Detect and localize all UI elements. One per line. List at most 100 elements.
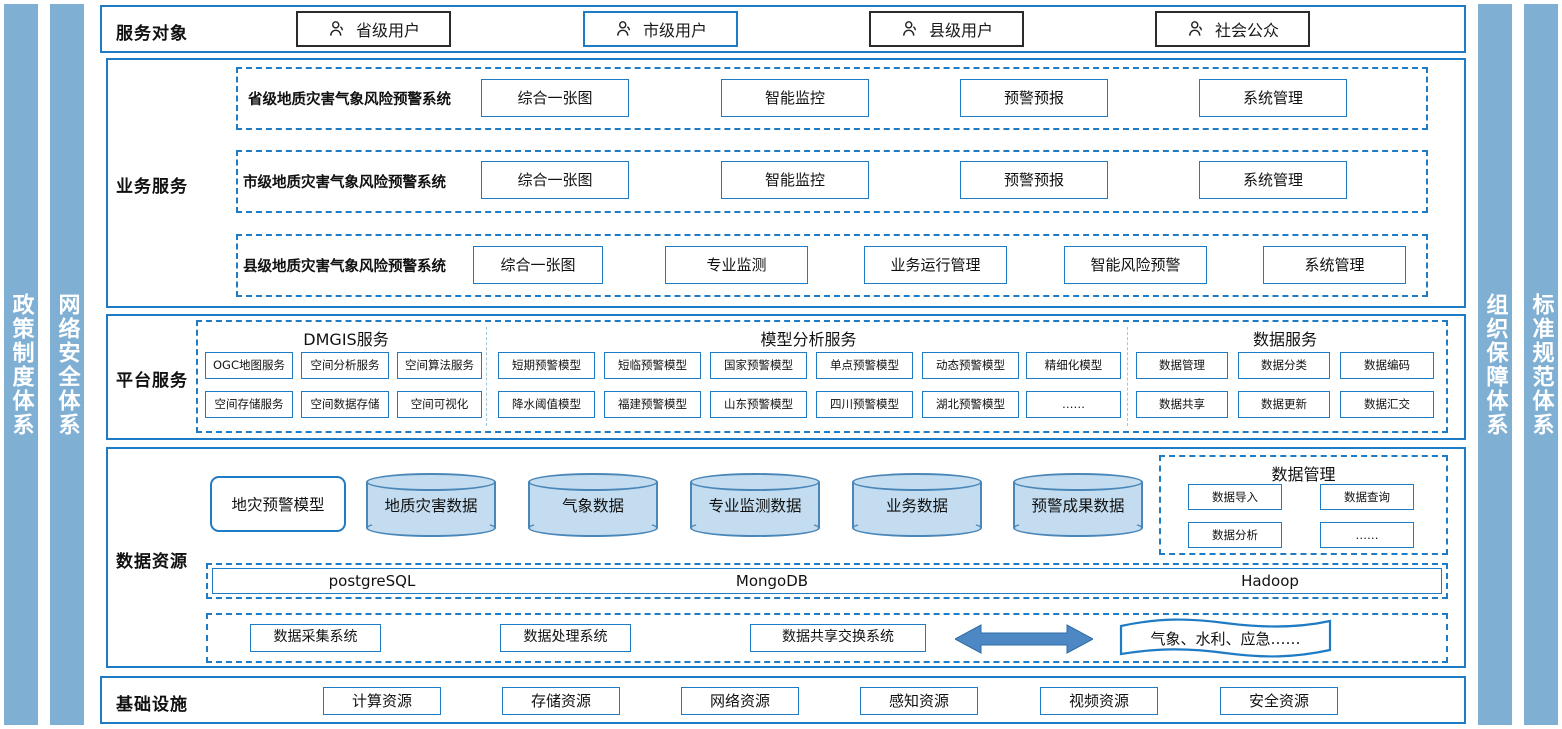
infrastructure-item-4[interactable]: 感知资源 [860,687,978,715]
platform-model-item-5[interactable]: 动态预警模型 [922,352,1019,379]
data-cylinder-5-label: 预警成果数据 [1031,497,1125,515]
platform-dataservice-item-4[interactable]: 数据共享 [1136,391,1228,418]
platform-group-dataservice-title: 数据服务 [1252,330,1317,349]
pipeline-collection-system[interactable]: 数据采集系统 [250,624,381,652]
data-resources-label: 数据资源 [116,552,188,572]
user-box-county-label: 县级用户 [928,21,993,40]
platform-model-item-2[interactable]: 短临预警模型 [604,352,701,379]
platform-services-label: 平台服务 [116,371,188,391]
business-module-province-4[interactable]: 系统管理 [1199,79,1347,117]
platform-model-item-3[interactable]: 国家预警模型 [710,352,807,379]
service-objects-label: 服务对象 [116,24,188,44]
data-management-item-1[interactable]: 数据导入 [1188,484,1282,510]
business-services-label: 业务服务 [116,177,188,197]
cylinder-top [690,473,820,491]
cylinder-bottom [690,519,820,537]
platform-dataservice-item-3[interactable]: 数据编码 [1340,352,1434,379]
infrastructure-label: 基础设施 [116,695,188,715]
data-cylinder-3[interactable]: 专业监测数据 [690,473,820,537]
business-module-province-1[interactable]: 综合一张图 [481,79,629,117]
business-row-county [236,234,1428,297]
cylinder-top [528,473,658,491]
platform-model-item-4[interactable]: 单点预警模型 [816,352,913,379]
data-cylinder-2-label: 气象数据 [561,497,624,515]
infrastructure-item-1[interactable]: 计算资源 [323,687,441,715]
user-box-city[interactable]: 市级用户 [583,11,738,47]
business-module-city-4[interactable]: 系统管理 [1199,161,1347,199]
platform-divider-2 [1127,327,1128,426]
wave-shape-icon [1119,618,1332,658]
platform-dataservice-item-2[interactable]: 数据分类 [1238,352,1330,379]
platform-divider-1 [486,327,487,426]
business-row-province-system: 省级地质灾害气象风险预警系统 [248,92,451,108]
platform-model-item-12[interactable]: …… [1026,391,1121,418]
platform-model-item-6[interactable]: 精细化模型 [1026,352,1121,379]
business-row-county-system: 县级地质灾害气象风险预警系统 [243,259,446,275]
business-module-county-1[interactable]: 综合一张图 [473,246,603,284]
infrastructure-item-2[interactable]: 存储资源 [502,687,620,715]
platform-dmgis-item-5[interactable]: 空间数据存储 [301,391,389,418]
user-box-county[interactable]: 县级用户 [869,11,1024,47]
business-module-county-3[interactable]: 业务运行管理 [864,246,1007,284]
infrastructure-item-3[interactable]: 网络资源 [681,687,799,715]
data-cylinder-1[interactable]: 地质灾害数据 [366,473,496,537]
database-hadoop[interactable]: Hadoop [1241,572,1299,590]
platform-group-dmgis-title: DMGIS服务 [303,330,389,349]
platform-group-model-title: 模型分析服务 [760,330,857,349]
platform-model-item-11[interactable]: 湖北预警模型 [922,391,1019,418]
platform-dmgis-item-2[interactable]: 空间分析服务 [301,352,389,379]
sidebar-policy-system-label: 政策制度体系 [8,292,34,437]
business-module-city-1[interactable]: 综合一张图 [481,161,629,199]
platform-model-item-8[interactable]: 福建预警模型 [604,391,701,418]
platform-dataservice-item-1[interactable]: 数据管理 [1136,352,1228,379]
platform-dataservice-item-5[interactable]: 数据更新 [1238,391,1330,418]
business-module-province-3[interactable]: 预警预报 [960,79,1108,117]
data-management-item-4[interactable]: …… [1320,522,1414,548]
cylinder-top [852,473,982,491]
business-module-city-2[interactable]: 智能监控 [721,161,869,199]
platform-model-item-10[interactable]: 四川预警模型 [816,391,913,418]
business-module-county-2[interactable]: 专业监测 [665,246,808,284]
cylinder-bottom [528,519,658,537]
infrastructure-item-5[interactable]: 视频资源 [1040,687,1158,715]
double-arrow-icon [955,624,1093,654]
platform-model-item-9[interactable]: 山东预警模型 [710,391,807,418]
sidebar-standard-specification-system-label: 标准规范体系 [1528,292,1554,437]
sidebar-network-security-system: 网络安全体系 [50,4,84,725]
platform-dmgis-item-4[interactable]: 空间存储服务 [205,391,293,418]
user-box-public[interactable]: 社会公众 [1155,11,1310,47]
platform-dataservice-item-6[interactable]: 数据汇交 [1340,391,1434,418]
external-systems-wave[interactable]: 气象、水利、应急…… [1118,618,1333,658]
sidebar-network-security-system-label: 网络安全体系 [54,292,80,437]
data-cylinder-4-label: 业务数据 [885,497,948,515]
business-module-county-4[interactable]: 智能风险预警 [1064,246,1207,284]
business-module-city-3[interactable]: 预警预报 [960,161,1108,199]
pipeline-exchange-system[interactable]: 数据共享交换系统 [750,624,926,652]
database-postgresql[interactable]: postgreSQL [328,572,416,590]
data-management-item-2[interactable]: 数据查询 [1320,484,1414,510]
business-module-county-5[interactable]: 系统管理 [1263,246,1406,284]
data-model-box[interactable]: 地灾预警模型 [210,476,346,532]
cylinder-top [1013,473,1143,491]
data-cylinder-2[interactable]: 气象数据 [528,473,658,537]
pipeline-processing-system[interactable]: 数据处理系统 [500,624,631,652]
user-icon [903,21,917,36]
user-icon [1189,21,1203,36]
cylinder-top [366,473,496,491]
cylinder-bottom [852,519,982,537]
user-box-province[interactable]: 省级用户 [296,11,451,47]
platform-dmgis-item-1[interactable]: OGC地图服务 [205,352,293,379]
database-mongodb[interactable]: MongoDB [735,572,809,590]
data-management-item-3[interactable]: 数据分析 [1188,522,1282,548]
business-module-province-2[interactable]: 智能监控 [721,79,869,117]
data-cylinder-5[interactable]: 预警成果数据 [1013,473,1143,537]
user-box-city-label: 市级用户 [642,21,707,40]
user-icon [617,21,631,36]
platform-model-item-1[interactable]: 短期预警模型 [498,352,595,379]
platform-model-item-7[interactable]: 降水阈值模型 [498,391,595,418]
data-cylinder-4[interactable]: 业务数据 [852,473,982,537]
infrastructure-item-6[interactable]: 安全资源 [1220,687,1338,715]
platform-dmgis-item-3[interactable]: 空间算法服务 [397,352,482,379]
platform-dmgis-item-6[interactable]: 空间可视化 [397,391,482,418]
